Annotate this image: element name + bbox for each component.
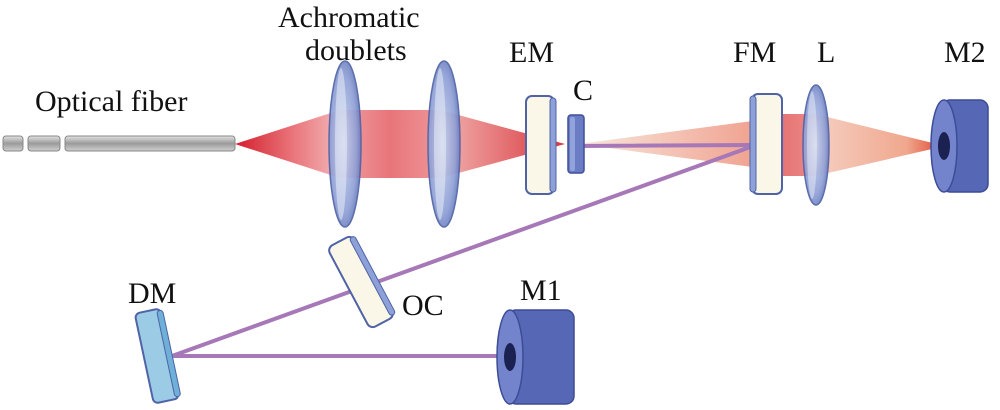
- output-coupler-oc: [328, 235, 396, 329]
- focusing-beam-to-m2: [815, 114, 945, 176]
- label-c: C: [573, 74, 593, 107]
- label-m1: M1: [520, 274, 562, 307]
- label-fm: FM: [733, 36, 776, 69]
- folding-mirror-fm: [749, 93, 783, 195]
- label-m2: M2: [944, 36, 986, 69]
- laser-cavity-path: [170, 143, 758, 358]
- label-oc: OC: [402, 289, 444, 322]
- converging-beam: [440, 110, 565, 178]
- label-dm: DM: [128, 277, 176, 310]
- dichroic-mirror-dm: [134, 308, 181, 404]
- label-achromatic: Achromatic: [278, 1, 420, 34]
- label-l: L: [817, 36, 835, 69]
- m2-mount: [930, 99, 989, 193]
- optical-fiber: [2, 135, 236, 152]
- m1-mount: [496, 309, 575, 405]
- label-optical-fiber: Optical fiber: [35, 85, 187, 118]
- diverging-beam: [235, 110, 340, 178]
- lens-l: [802, 84, 830, 206]
- label-em: EM: [509, 36, 554, 69]
- achromatic-doublet-1: [328, 60, 362, 228]
- achromatic-doublet-2: [427, 60, 461, 228]
- label-doublets: doublets: [305, 34, 407, 67]
- crystal-c: [567, 114, 585, 174]
- end-mirror-em: [525, 95, 557, 195]
